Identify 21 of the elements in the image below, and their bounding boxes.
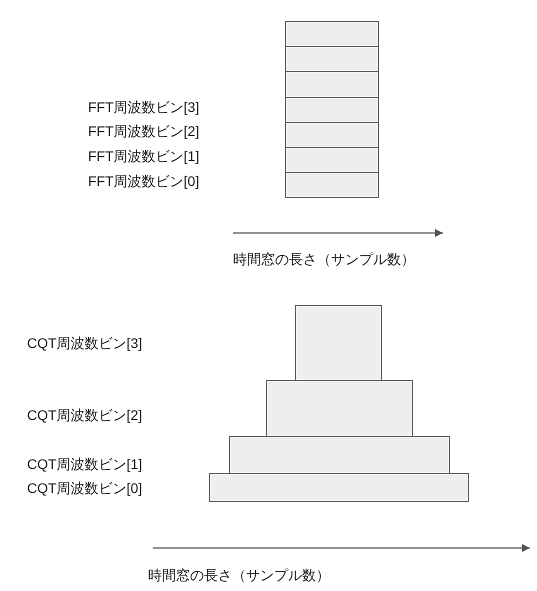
bin-rectangle	[285, 122, 379, 148]
bin-rectangle	[285, 46, 379, 72]
bin-rectangle	[295, 305, 382, 381]
bin-rectangle	[285, 172, 379, 198]
bin-rectangle	[285, 21, 379, 47]
bin-label: CQT周波数ビン[0]	[27, 479, 142, 497]
axis-label: 時間窓の長さ（サンプル数）	[233, 250, 415, 268]
bin-rectangle	[229, 436, 450, 474]
bin-rectangle	[285, 147, 379, 173]
bin-label: CQT周波数ビン[1]	[27, 455, 142, 473]
bin-label: CQT周波数ビン[2]	[27, 406, 142, 424]
bin-label: CQT周波数ビン[3]	[27, 334, 142, 352]
bin-rectangle	[209, 473, 469, 502]
bin-rectangle	[285, 71, 379, 98]
bin-label: FFT周波数ビン[2]	[88, 122, 200, 140]
bin-label: FFT周波数ビン[3]	[88, 98, 200, 116]
bin-label: FFT周波数ビン[1]	[88, 147, 200, 165]
bin-rectangle	[285, 97, 379, 123]
bin-label: FFT周波数ビン[0]	[88, 172, 200, 190]
axis-label: 時間窓の長さ（サンプル数）	[148, 566, 330, 584]
bin-rectangle	[266, 380, 413, 437]
